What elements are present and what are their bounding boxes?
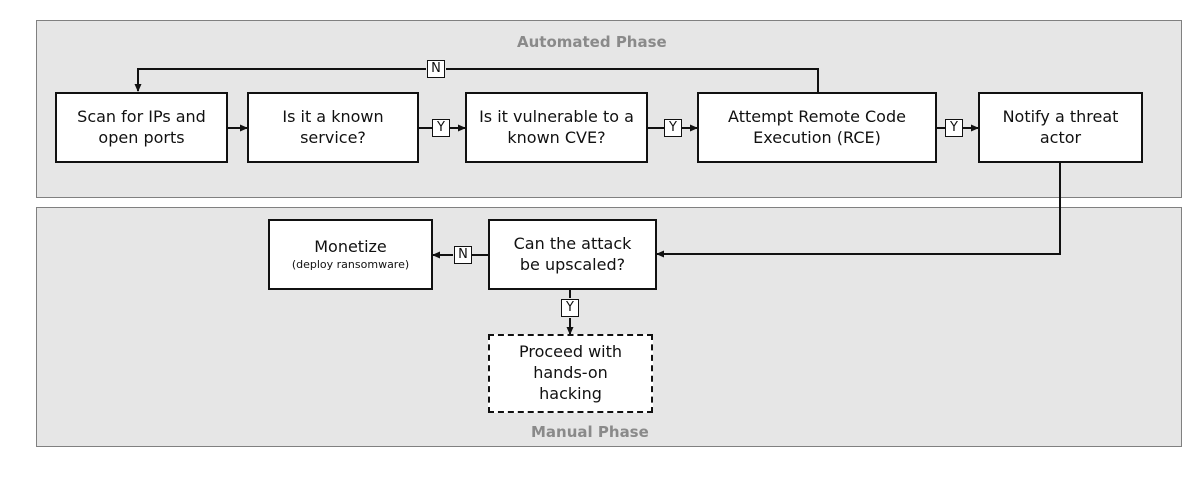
arrow-notify-to-upscale <box>656 163 1061 258</box>
vulnerable-node: Is it vulnerable to a known CVE? <box>465 92 648 163</box>
yes-tag-rce: Y <box>945 119 963 137</box>
automated-phase-title: Automated Phase <box>517 33 667 51</box>
notify-label: Notify a threat actor <box>1002 106 1119 147</box>
vulnerable-label: Is it vulnerable to a known CVE? <box>479 106 634 147</box>
upscale-label: Can the attack be upscaled? <box>513 233 632 274</box>
upscale-node: Can the attack be upscaled? <box>488 219 657 290</box>
hands-on-node: Proceed with hands-on hacking <box>488 334 653 413</box>
hands-on-label: Proceed with hands-on hacking <box>518 342 623 403</box>
rce-label: Attempt Remote Code Execution (RCE) <box>728 106 906 147</box>
manual-phase-title: Manual Phase <box>531 423 649 441</box>
arrow-rce-to-scan-loop <box>446 68 819 92</box>
notify-node: Notify a threat actor <box>978 92 1143 163</box>
no-tag-upscale: N <box>454 246 472 264</box>
yes-tag-upscale: Y <box>561 299 579 317</box>
yes-tag-vulnerable: Y <box>664 119 682 137</box>
arrow-rce-to-scan-loop-b <box>134 68 426 92</box>
known-service-label: Is it a known service? <box>282 106 384 147</box>
rce-node: Attempt Remote Code Execution (RCE) <box>697 92 937 163</box>
known-service-node: Is it a known service? <box>247 92 419 163</box>
monetize-node: Monetize (deploy ransomware) <box>268 219 433 290</box>
scan-node: Scan for IPs and open ports <box>55 92 228 163</box>
monetize-label: Monetize <box>314 236 387 256</box>
no-tag-rce-loop: N <box>427 60 445 78</box>
scan-label: Scan for IPs and open ports <box>77 106 206 147</box>
monetize-sublabel: (deploy ransomware) <box>291 257 410 271</box>
yes-tag-known-service: Y <box>432 119 450 137</box>
